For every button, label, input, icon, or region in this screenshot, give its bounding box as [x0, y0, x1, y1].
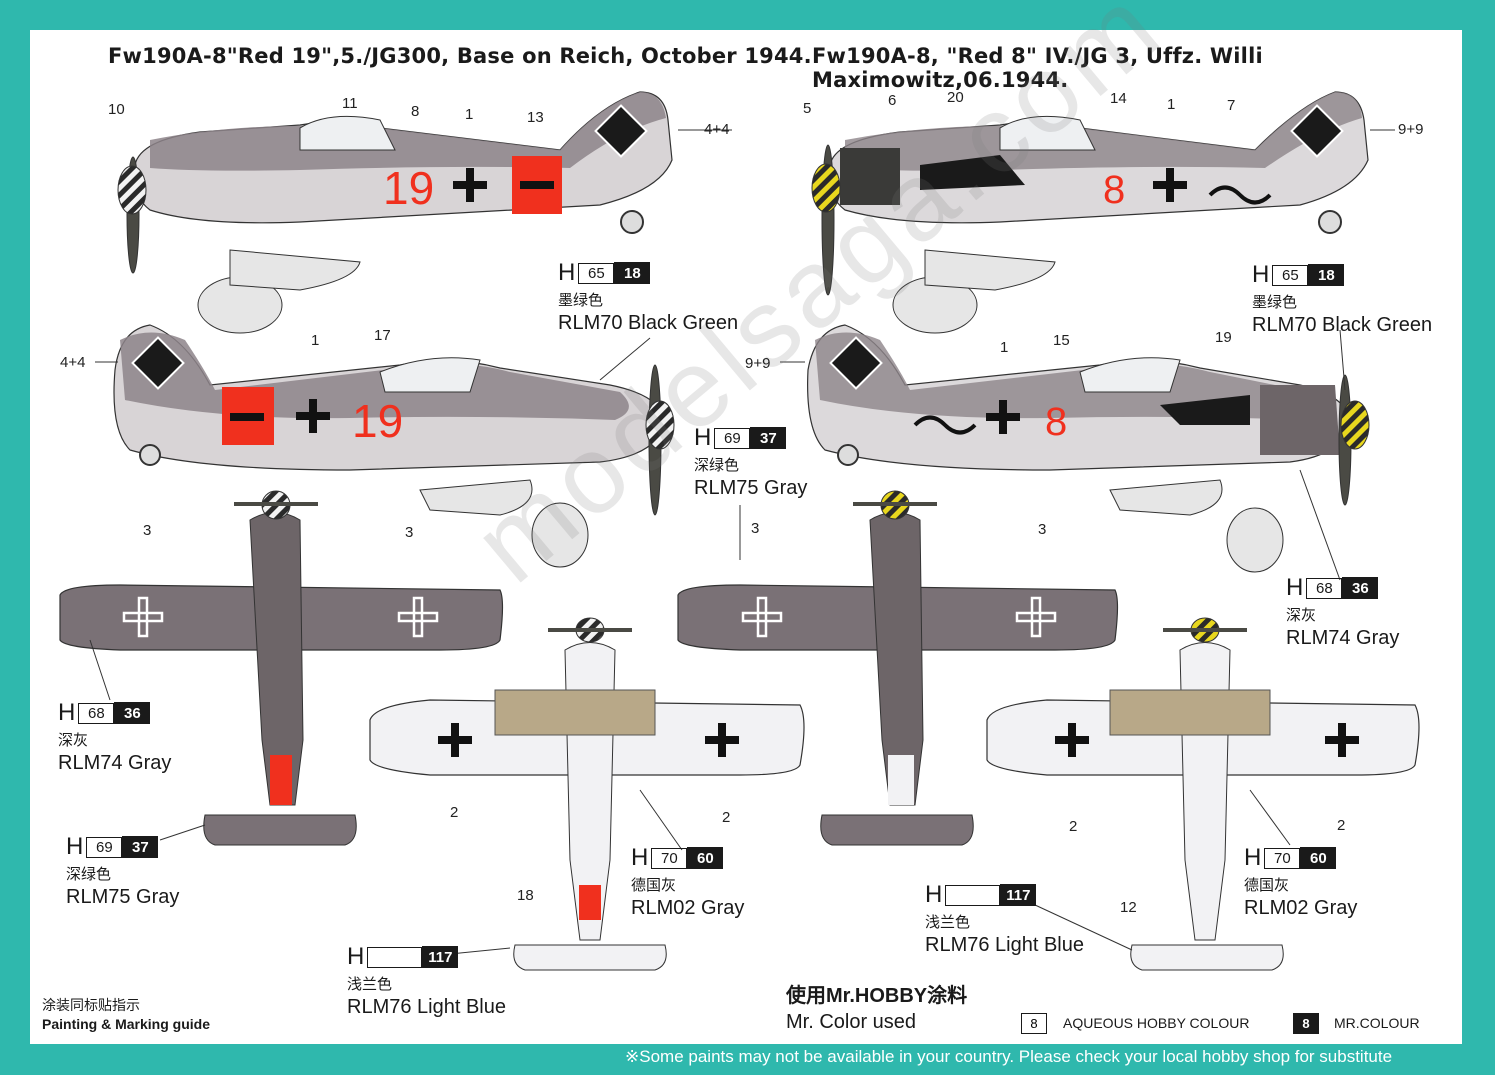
part-number: 11: [342, 95, 358, 112]
part-number: 1: [1167, 96, 1176, 113]
part-number: 19: [1215, 329, 1232, 346]
part-number: 3: [751, 520, 760, 537]
part-number: 2: [1337, 817, 1346, 834]
part-number: 6: [888, 92, 897, 109]
guide-title-chinese: 涂装同标贴指示: [42, 997, 140, 1013]
red19-top-view: [59, 490, 504, 846]
part-number: 12: [1120, 899, 1137, 916]
part-number: 1: [465, 106, 474, 123]
guide-title-english: Painting & Marking guide: [42, 1016, 211, 1032]
part-number: 5: [803, 100, 812, 117]
part-number: 20: [947, 89, 964, 106]
part-number: 9+9: [745, 355, 771, 372]
part-number: 17: [374, 327, 391, 344]
part-number: 2: [722, 809, 731, 826]
mrcolor-legend-swatch: 8: [1293, 1013, 1319, 1034]
part-number: 1: [311, 332, 320, 349]
part-number: 18: [517, 887, 534, 904]
part-number: 7: [1227, 97, 1236, 114]
part-number: 15: [1053, 332, 1070, 349]
red19-marking-bottom: 19: [352, 395, 403, 447]
part-number: 9+9: [1398, 121, 1424, 138]
aqueous-legend-swatch: 8: [1021, 1013, 1047, 1034]
paint-brand-english: Mr. Color used: [786, 1011, 917, 1033]
red8-left-profile: 8: [811, 91, 1395, 334]
part-number: 3: [1038, 521, 1047, 538]
left-scheme-title: Fw190A-8"Red 19",5./JG300, Base on Reich…: [108, 44, 812, 68]
mrcolor-legend-label: MR.COLOUR: [1334, 1015, 1420, 1031]
part-number: 2: [450, 804, 459, 821]
red19-right-profile: 19: [95, 324, 675, 568]
red19-left-profile: 19: [117, 91, 732, 334]
part-number: 2: [1069, 818, 1078, 835]
part-number: 3: [405, 524, 414, 541]
part-number: 4+4: [60, 354, 86, 371]
red8-top-view: [677, 490, 1119, 846]
part-number: 8: [411, 103, 420, 120]
part-number: 4+4: [704, 121, 730, 138]
red8-right-profile: 8: [780, 324, 1370, 573]
part-number: 13: [527, 109, 544, 126]
red8-marking-bottom: 8: [1045, 400, 1067, 444]
part-number: 14: [1110, 90, 1127, 107]
paint-brand-chinese: 使用Mr.HOBBY涂料: [786, 985, 968, 1007]
red8-bottom-view: [986, 617, 1420, 971]
red19-bottom-view: [369, 617, 805, 971]
red8-marking-top: 8: [1103, 168, 1125, 212]
aqueous-legend-label: AQUEOUS HOBBY COLOUR: [1063, 1015, 1250, 1031]
part-number: 1: [1000, 339, 1009, 356]
red19-marking-top: 19: [383, 162, 434, 214]
part-number: 3: [143, 522, 152, 539]
right-scheme-title: Fw190A-8, "Red 8" IV./JG 3, Uffz. Willi …: [812, 44, 1263, 92]
part-number: 10: [108, 101, 125, 118]
availability-notice: ※Some paints may not be available in you…: [625, 1047, 1393, 1066]
